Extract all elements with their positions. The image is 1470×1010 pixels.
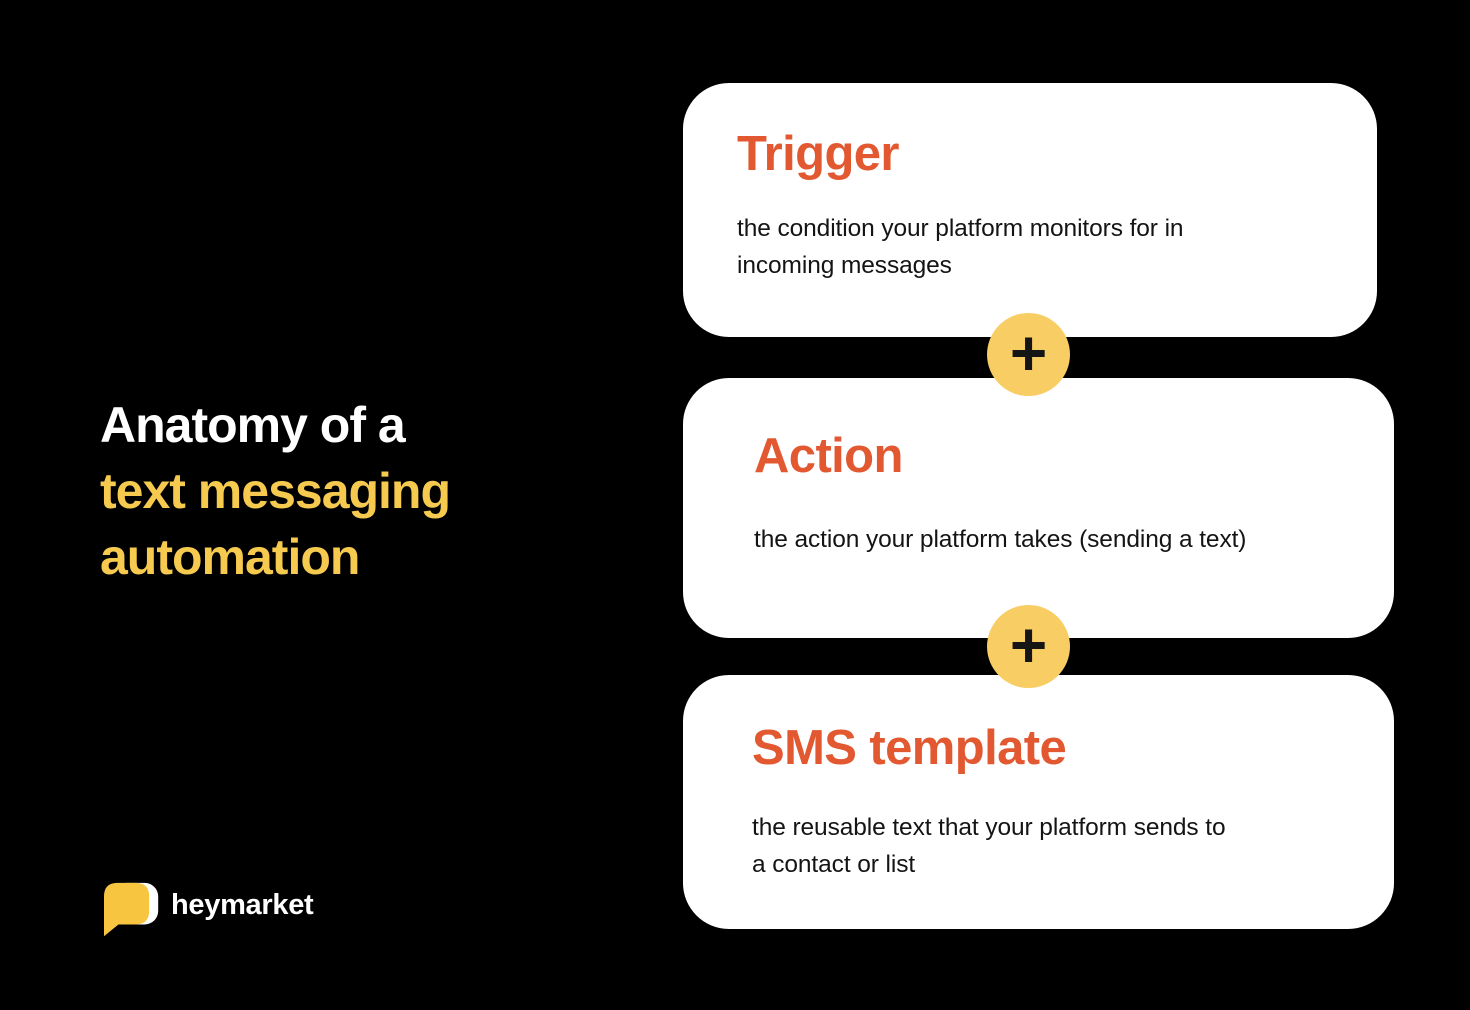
card-action-heading: Action [754, 429, 903, 483]
card-sms-template: SMS template the reusable text that your… [683, 675, 1394, 929]
speech-bubble-icon [104, 882, 159, 937]
brand-logo: heymarket [104, 881, 314, 939]
card-action: Action the action your platform takes (s… [683, 378, 1394, 638]
plus-symbol: + [1009, 608, 1048, 681]
title-line-2: text messaging [100, 463, 451, 519]
plus-symbol: + [1009, 316, 1048, 389]
brand-name: heymarket [171, 888, 314, 921]
card-sms-template-description: the reusable text that your platform sen… [752, 814, 1226, 878]
title-line-3: automation [100, 529, 360, 585]
card-trigger-description: the condition your platform monitors for… [737, 215, 1184, 279]
title-line-1: Anatomy of a [100, 397, 406, 453]
plus-icon: + [987, 605, 1070, 688]
plus-icon: + [987, 313, 1070, 396]
card-trigger: Trigger the condition your platform moni… [683, 83, 1377, 337]
card-action-description: the action your platform takes (sending … [754, 526, 1247, 553]
page-title: Anatomy of a text messaging automation [100, 392, 451, 590]
page-title-heading: Anatomy of a text messaging automation [100, 392, 451, 590]
card-sms-template-heading: SMS template [752, 721, 1067, 775]
card-trigger-heading: Trigger [737, 127, 900, 181]
